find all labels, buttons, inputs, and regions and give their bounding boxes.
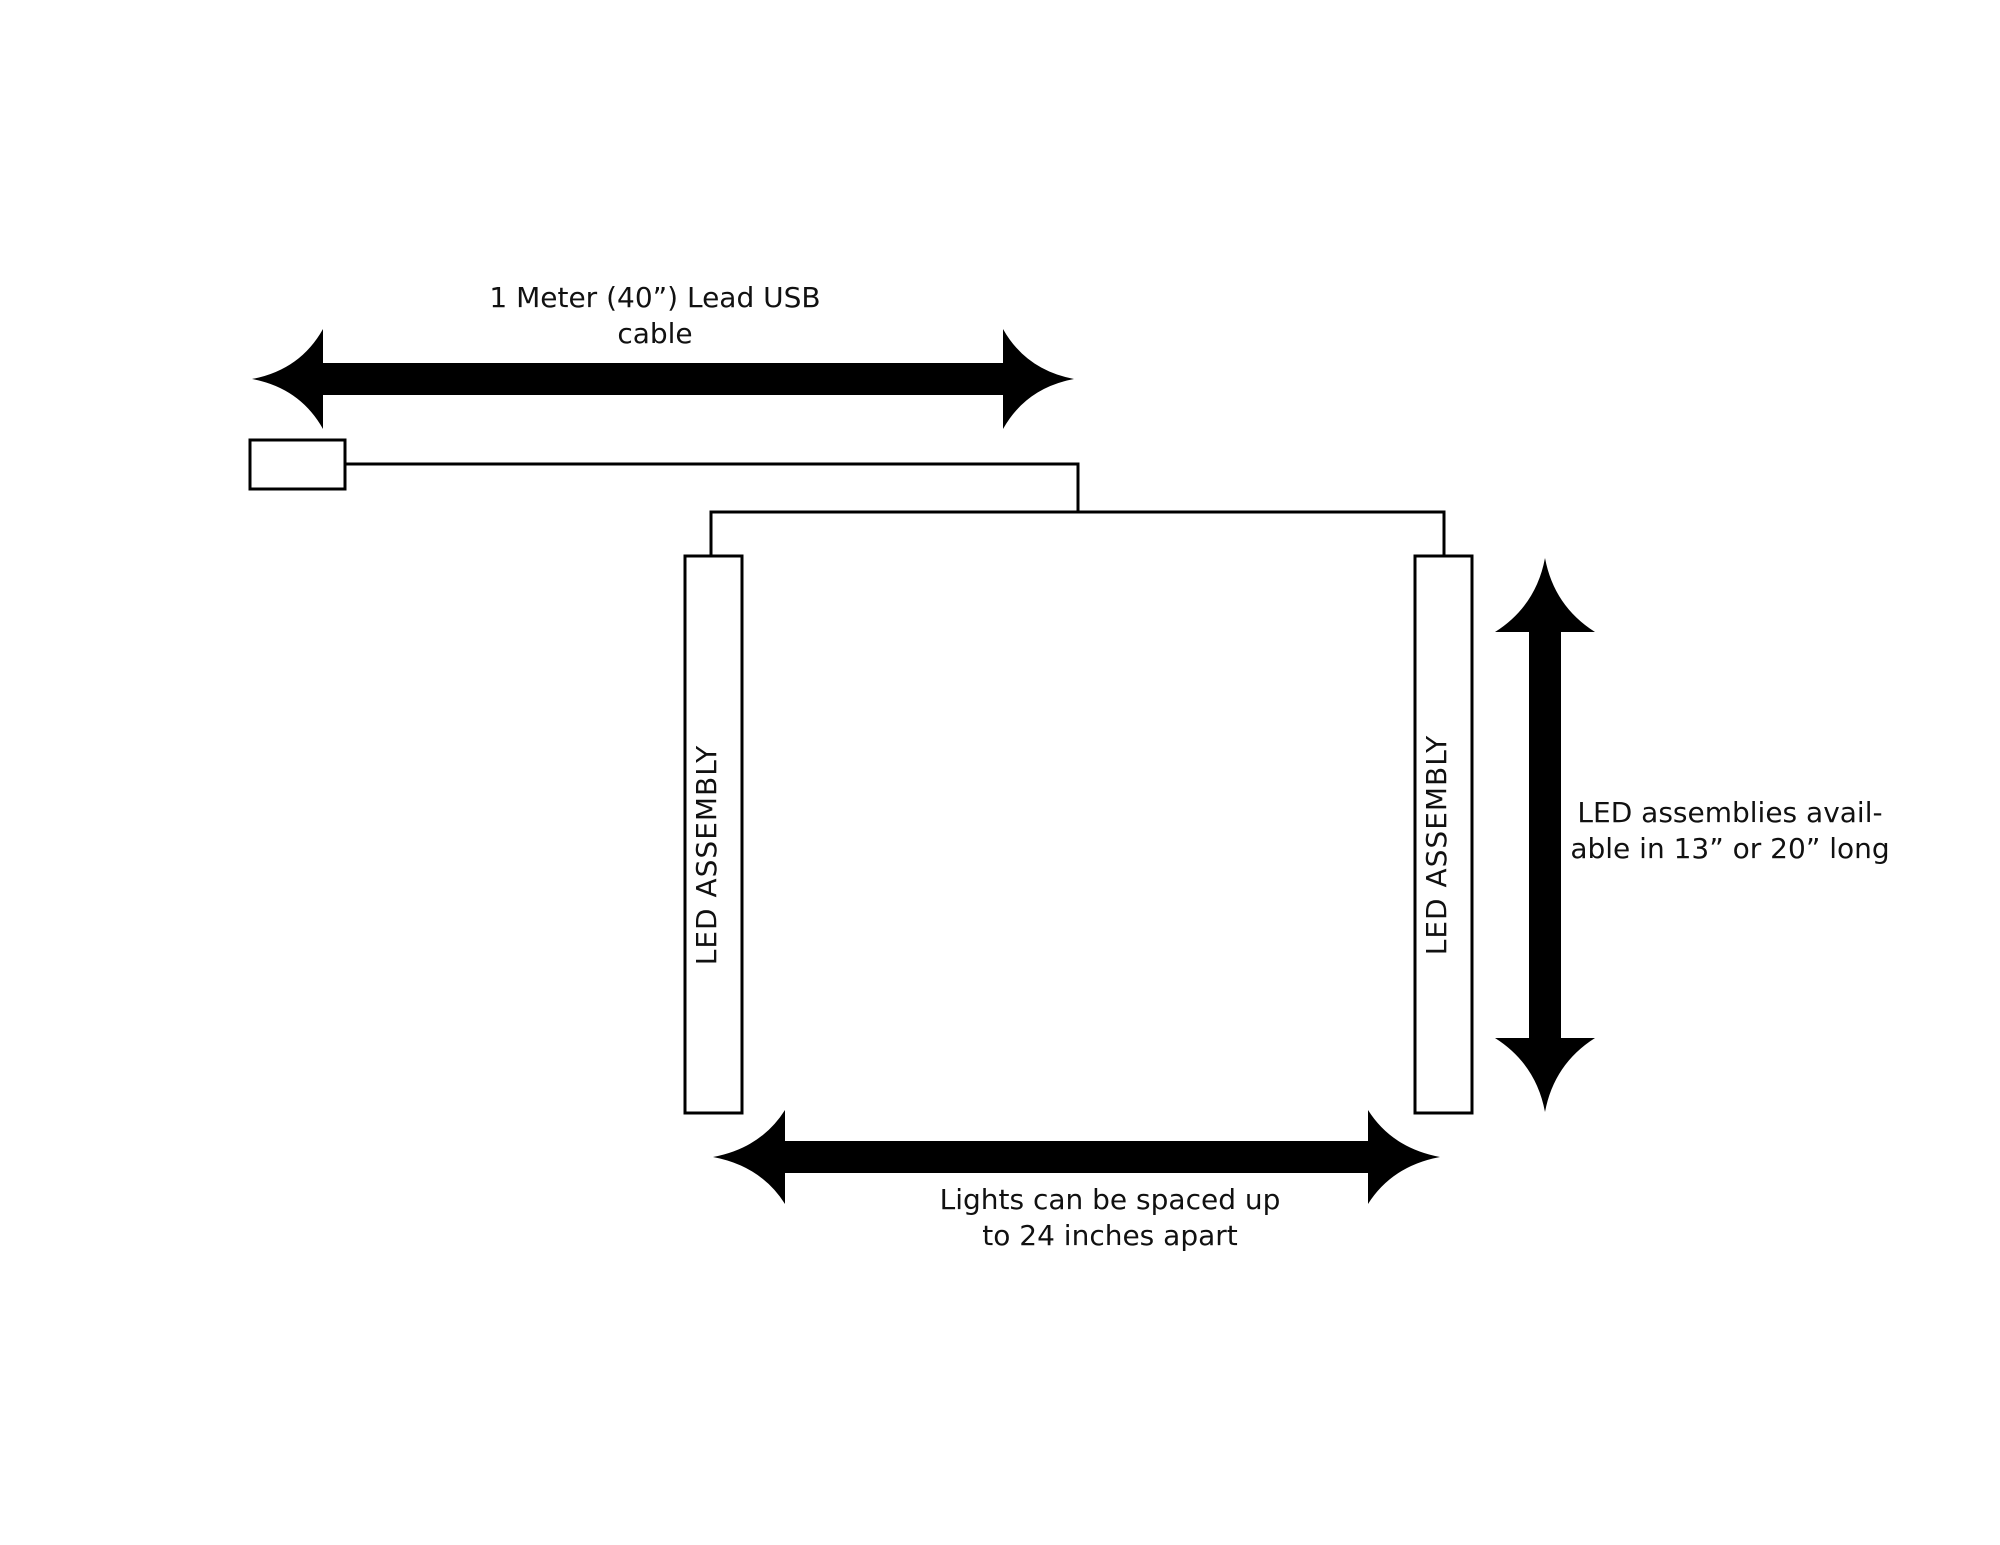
usb-cable-label-line1: 1 Meter (40”) Lead USB	[489, 281, 820, 314]
splitter-wire	[709, 510, 1446, 556]
usb-cable-label-line2: cable	[617, 317, 692, 350]
usb-cable-length-arrow	[252, 329, 1074, 429]
spacing-label-line2: to 24 inches apart	[982, 1219, 1238, 1252]
usb-plug	[248, 438, 347, 491]
led-assembly-left-label: LED ASSEMBLY	[690, 745, 723, 966]
usb-cable-wire	[345, 462, 1080, 512]
led-assembly-left	[683, 554, 744, 1115]
spacing-arrow	[713, 1110, 1440, 1204]
assembly-length-label-line2: able in 13” or 20” long	[1570, 832, 1889, 865]
led-assembly-right-label: LED ASSEMBLY	[1420, 735, 1453, 956]
assembly-length-label-line1: LED assemblies avail-	[1577, 796, 1882, 829]
assembly-length-arrow	[1495, 558, 1595, 1112]
led-assembly-right	[1413, 554, 1474, 1115]
spacing-label-line1: Lights can be spaced up	[940, 1183, 1281, 1216]
